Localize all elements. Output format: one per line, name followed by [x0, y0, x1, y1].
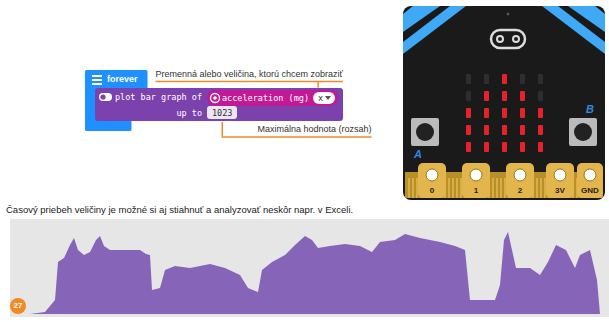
plot-block: plot bar graph of up to acceleration (mg) x…	[95, 88, 343, 121]
logo-eye	[513, 36, 519, 42]
led	[502, 108, 507, 118]
caption: Časový priebeh veličiny je možné si aj s…	[6, 204, 353, 216]
led	[502, 142, 507, 152]
led	[466, 74, 471, 84]
board-stripe	[542, 6, 605, 54]
pin-pad	[577, 163, 603, 198]
chart-area	[30, 232, 600, 314]
pin-pad	[462, 163, 490, 198]
led	[538, 125, 543, 135]
pin-label: 0	[430, 185, 434, 197]
edge-pin	[460, 178, 462, 198]
led	[520, 142, 525, 152]
edge-pin	[408, 178, 410, 198]
pin-hole	[426, 169, 438, 181]
board	[403, 6, 605, 200]
logo	[491, 30, 525, 48]
led	[484, 91, 489, 101]
callout-text: Premenná alebo veličina, ktorú chcem zob…	[156, 68, 343, 80]
block-icon	[99, 93, 112, 101]
button-a-cap	[416, 123, 434, 141]
led	[502, 74, 507, 84]
edge-pin	[412, 178, 414, 198]
led	[538, 108, 543, 118]
forever-block: forever plot bar graph of up to acceleratio…	[85, 70, 343, 131]
pin-hole	[470, 169, 482, 181]
pin-label: 2	[518, 185, 522, 197]
pin-hole	[554, 169, 566, 181]
edge-pin	[496, 178, 498, 198]
pin-hole	[514, 169, 526, 181]
callout-text: Maximálna hodnota (rozsah)	[257, 123, 371, 135]
led	[466, 125, 471, 135]
edge-pin	[500, 178, 502, 198]
led	[484, 142, 489, 152]
led	[466, 108, 471, 118]
page-number-badge: 27	[10, 298, 26, 314]
led-dot	[507, 13, 510, 16]
led	[484, 108, 489, 118]
loop-icon	[92, 75, 102, 85]
block-icon	[325, 96, 331, 100]
button-label: B	[586, 103, 594, 115]
led	[502, 125, 507, 135]
edge-pin	[456, 178, 458, 198]
button-a	[411, 118, 439, 146]
chart-background	[10, 219, 609, 317]
led	[538, 91, 543, 101]
led	[520, 125, 525, 135]
block-text: forever	[107, 73, 138, 85]
block-text: up to	[176, 107, 202, 119]
pin-pad	[506, 163, 534, 198]
microbit-board	[403, 6, 605, 200]
leader-line	[222, 122, 371, 137]
pin-label: GND	[581, 185, 599, 197]
range-field: 1023	[207, 106, 237, 119]
pin-label: 1	[474, 185, 478, 197]
edge-pin	[448, 178, 450, 198]
edge-pin	[540, 178, 542, 198]
block-text: x	[318, 92, 323, 104]
pin-label: 3V	[555, 185, 565, 197]
led	[466, 91, 471, 101]
led	[502, 91, 507, 101]
led	[484, 74, 489, 84]
led	[538, 142, 543, 152]
led	[520, 91, 525, 101]
led	[538, 74, 543, 84]
led	[520, 74, 525, 84]
led-matrix	[466, 74, 543, 152]
pin-pad	[546, 163, 574, 198]
edge-pin	[544, 178, 546, 198]
led	[484, 125, 489, 135]
block-text: acceleration (mg)	[222, 92, 309, 104]
button-label: A	[414, 148, 422, 160]
edge-pin	[504, 178, 506, 198]
board-stripe	[403, 6, 466, 54]
led	[466, 142, 471, 152]
axis-dropdown: x	[313, 92, 335, 104]
edge-pin	[492, 178, 494, 198]
button-b-cap	[574, 123, 592, 141]
block-text: plot bar graph of	[115, 91, 202, 103]
pin-pad	[418, 163, 446, 198]
leader-line	[156, 82, 343, 88]
pin-hole	[584, 169, 596, 181]
edge-pin	[452, 178, 454, 198]
block-icon	[209, 92, 221, 104]
logo-eye	[497, 36, 503, 42]
edge-pin	[416, 178, 418, 198]
edge-pin	[536, 178, 538, 198]
button-b	[569, 118, 597, 146]
acceleration-reporter: acceleration (mg) x	[207, 90, 338, 106]
block-text: 27	[14, 300, 23, 312]
led	[520, 108, 525, 118]
block-text: 1023	[212, 107, 232, 119]
